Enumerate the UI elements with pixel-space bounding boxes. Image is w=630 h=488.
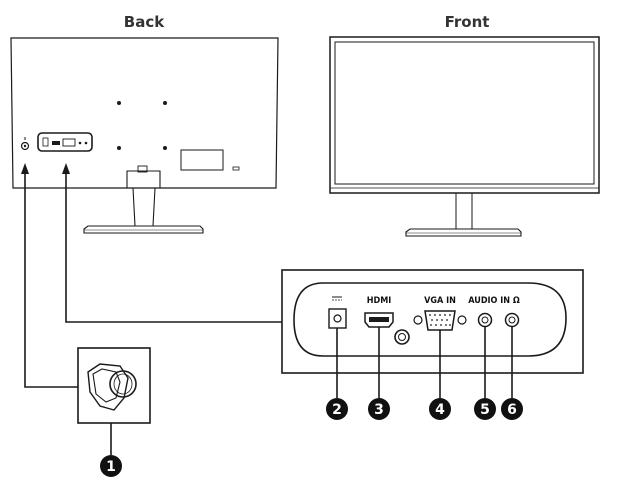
leader-line-lock <box>24 170 78 388</box>
svg-text:4: 4 <box>435 402 445 418</box>
screw-icon <box>394 329 410 345</box>
svg-text:2: 2 <box>332 402 342 418</box>
vga-port <box>413 310 467 331</box>
back-label-sticker <box>180 149 224 171</box>
port-zoom-box: HDMI VGA IN AUDIO IN Ω <box>281 269 584 374</box>
callout-lines <box>336 327 513 398</box>
callout-4: 4 <box>429 398 451 420</box>
back-view-title: Back <box>124 13 165 31</box>
dc-power-port <box>328 296 347 329</box>
audio-in-port <box>477 312 493 328</box>
leader-lines <box>21 163 282 388</box>
arrow-lock <box>21 163 29 174</box>
back-power-lock-icon <box>20 137 30 151</box>
front-monitor <box>329 36 600 237</box>
hdmi-label: HDMI <box>367 296 392 306</box>
svg-text:1: 1 <box>106 459 116 475</box>
svg-text:5: 5 <box>480 402 490 418</box>
leader-line-port-panel <box>65 170 282 323</box>
vesa-mount-holes <box>117 101 167 150</box>
callout-3: 3 <box>368 398 390 420</box>
callout-2: 2 <box>326 398 348 420</box>
back-port-panel <box>37 132 93 152</box>
audio-label: AUDIO IN Ω <box>468 296 520 306</box>
svg-text:3: 3 <box>374 402 384 418</box>
headphone-port <box>504 312 520 328</box>
arrow-port-panel <box>62 163 70 174</box>
callout-6: 6 <box>501 398 523 420</box>
front-view-title: Front <box>445 13 490 31</box>
vga-label: VGA IN <box>424 296 456 306</box>
svg-text:6: 6 <box>507 402 517 418</box>
callout-5: 5 <box>474 398 496 420</box>
callout-1: 1 <box>100 455 122 477</box>
hdmi-port <box>364 312 394 328</box>
lock-zoom-box <box>77 347 151 455</box>
kensington-lock-icon <box>87 363 137 411</box>
back-monitor <box>10 37 279 234</box>
port-panel-outline <box>293 282 567 357</box>
